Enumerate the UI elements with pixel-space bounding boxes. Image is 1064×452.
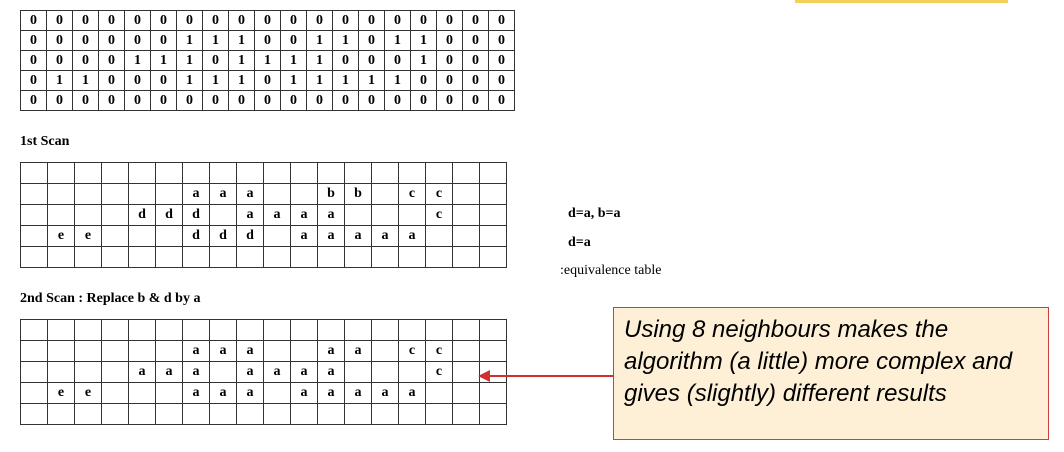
first-scan-label: 1st Scan [20,134,70,149]
arrow-head-icon [478,370,490,382]
grid-row [20,403,507,425]
grid-row [20,319,507,341]
grid-cell: 0 [98,90,125,111]
grid-cell: 0 [488,90,515,111]
grid-cell: 0 [176,90,203,111]
second-scan-label: 2nd Scan : Replace b & d by a [20,291,201,306]
grid-cell [479,403,507,425]
equivalence-line-2: d=a [568,235,591,250]
callout-text: Using 8 neighbours makes the algorithm (… [624,316,1013,407]
equivalence-table-label: :equivalence table [560,263,662,278]
top-accent-bar [795,0,1008,3]
callout-box: Using 8 neighbours makes the algorithm (… [613,307,1049,440]
grid-cell: 0 [332,90,359,111]
equivalence-line-1: d=a, b=a [568,206,621,221]
grid-row [20,246,507,268]
grid-cell [479,246,507,268]
